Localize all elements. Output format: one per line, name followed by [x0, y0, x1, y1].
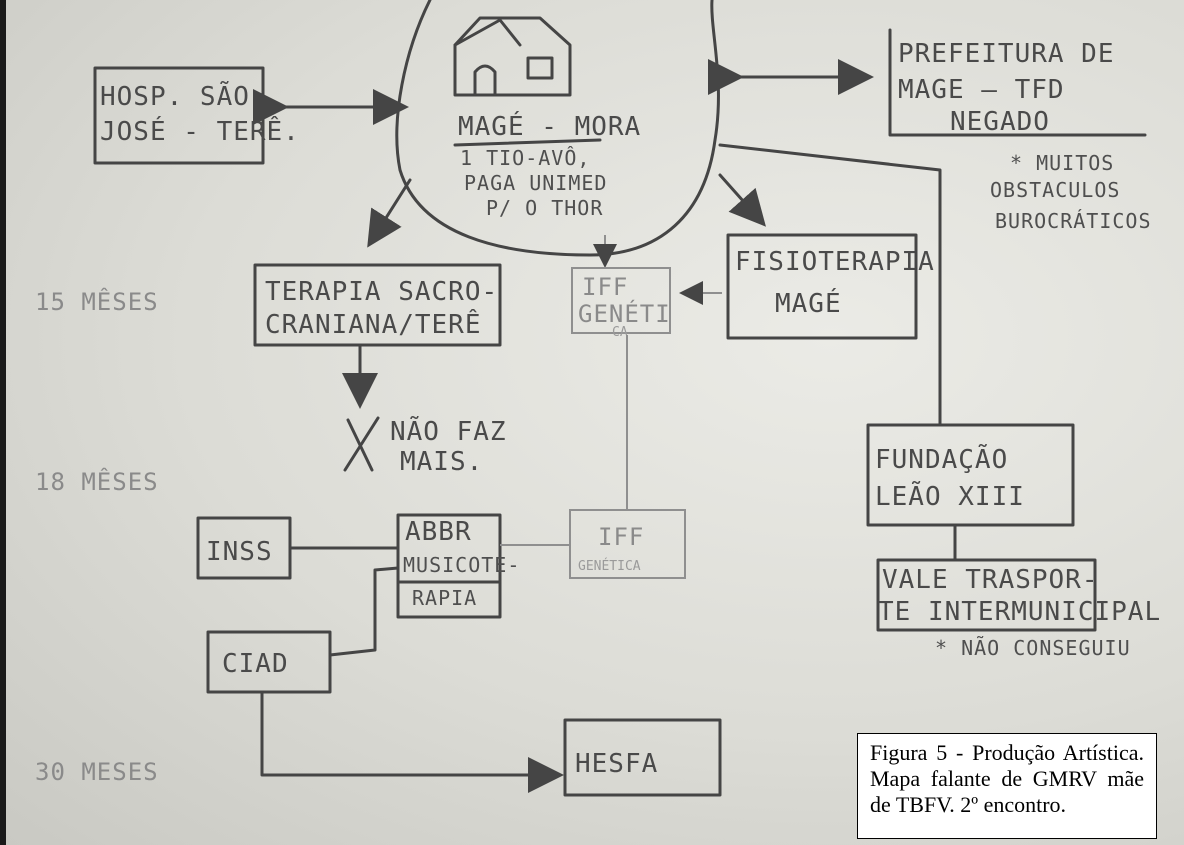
prefeitura-line-1: PREFEITURA DE: [898, 39, 1115, 69]
hosp-line-2: JOSÉ - TERÊ.: [100, 115, 300, 147]
prefeitura-line-3: NEGADO: [950, 107, 1050, 137]
center-line-3: PAGA UNIMED: [464, 171, 607, 195]
figure-caption: Figura 5 - Produção Artística. Mapa fala…: [857, 733, 1157, 839]
vale-line-1: VALE TRASPOR-: [882, 565, 1099, 595]
iff-top-line-3: CA: [612, 325, 628, 340]
terapia-line-2: CRANIANA/TERÊ: [265, 308, 482, 340]
abbr-line-1: ABBR: [405, 517, 472, 547]
cross-mark: [345, 418, 378, 470]
terapia-line-1: TERAPIA SACRO-: [265, 277, 498, 307]
fisio-line-2: MAGÉ: [775, 287, 842, 319]
fundacao-line-1: FUNDAÇÃO: [875, 443, 1008, 475]
inss-label: INSS: [206, 537, 273, 567]
hesfa-label: HESFA: [575, 749, 658, 779]
fundacao-line-2: LEÃO XIII: [875, 480, 1025, 512]
iff-bottom-line-1: IFF: [598, 523, 644, 551]
vale-line-2: TE INTERMUNICIPAL: [878, 597, 1161, 627]
ciad-label: CIAD: [222, 649, 289, 679]
prefeitura-line-2: MAGE — TFD: [898, 75, 1065, 105]
abbr-line-3: RAPIA: [412, 586, 477, 610]
center-line-1: MAGÉ - MORA: [458, 110, 641, 142]
iff-top-line-2: GENÉTI: [578, 299, 671, 328]
iff-top-line-1: IFF: [582, 273, 628, 301]
iff-bottom-line-2: GENÉTICA: [578, 558, 641, 574]
nao-faz-line-2: MAIS.: [400, 447, 483, 477]
obstaculos-line-1: * MUITOS: [1010, 151, 1114, 175]
timeline-18: 18 MÊSES: [35, 467, 159, 496]
timeline-30: 30 MESES: [35, 758, 159, 786]
obstaculos-line-3: BUROCRÁTICOS: [995, 209, 1152, 233]
abbr-line-2: MUSICOTE-: [403, 553, 520, 577]
house-icon: [455, 18, 570, 95]
obstaculos-line-2: OBSTACULOS: [990, 178, 1120, 202]
vale-line-3: * NÃO CONSEGUIU: [935, 636, 1131, 660]
fisio-line-1: FISIOTERAPIA: [735, 247, 935, 277]
nao-faz-line-1: NÃO FAZ: [390, 415, 507, 447]
hosp-line-1: HOSP. SÃO: [100, 80, 250, 112]
center-line-4: P/ O THOR: [486, 196, 603, 220]
center-line-2: 1 TIO-AVÔ,: [460, 146, 590, 170]
timeline-15: 15 MÊSES: [35, 287, 159, 316]
